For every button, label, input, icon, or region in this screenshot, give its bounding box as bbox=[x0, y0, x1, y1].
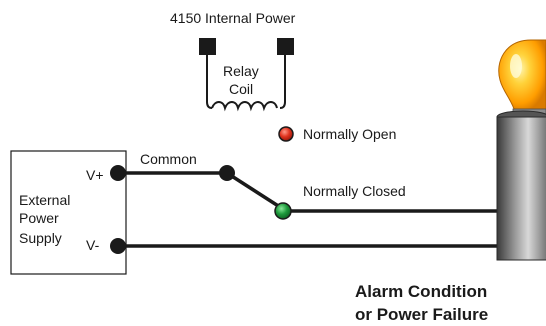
internal-power-label: 4150 Internal Power bbox=[170, 10, 296, 26]
coil-winding-icon bbox=[206, 55, 286, 112]
caption-line1: Alarm Condition bbox=[355, 282, 487, 301]
caption-line2: or Power Failure bbox=[355, 305, 488, 324]
relay-terminal-right bbox=[277, 38, 294, 55]
common-label: Common bbox=[140, 151, 197, 167]
wiring bbox=[116, 171, 500, 248]
supply-label-line1: External bbox=[19, 192, 70, 208]
v-plus-label: V+ bbox=[86, 167, 104, 183]
supply-label-line3: Supply bbox=[19, 230, 62, 246]
light-bulb-icon bbox=[496, 39, 546, 261]
relay-label-line1: Relay bbox=[223, 63, 259, 79]
relay-switch-arm-icon bbox=[225, 171, 285, 211]
relay-label-line2: Coil bbox=[229, 81, 253, 97]
normally-closed-contact bbox=[274, 202, 292, 220]
common-terminal bbox=[219, 165, 235, 181]
v-minus-terminal bbox=[110, 238, 126, 254]
v-minus-label: V- bbox=[86, 237, 100, 253]
normally-closed-label: Normally Closed bbox=[303, 183, 406, 199]
external-power-supply-box bbox=[10, 150, 127, 275]
normally-open-label: Normally Open bbox=[303, 126, 396, 142]
normally-open-contact bbox=[278, 126, 294, 142]
v-plus-terminal bbox=[110, 165, 126, 181]
supply-label-line2: Power bbox=[19, 210, 59, 226]
relay-terminal-left bbox=[199, 38, 216, 55]
